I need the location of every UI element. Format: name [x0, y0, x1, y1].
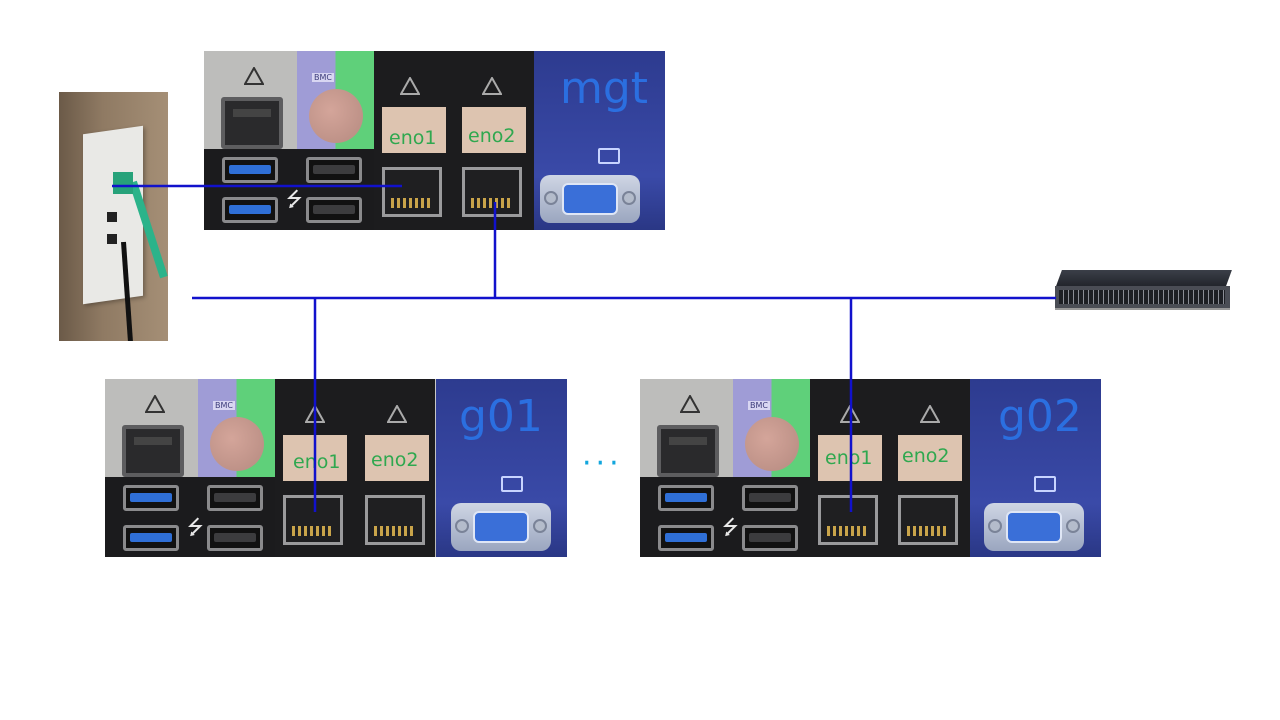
- port-label-eno1: eno1: [389, 127, 437, 149]
- vga-socket: [1006, 511, 1062, 543]
- usb-port: [742, 525, 798, 551]
- port-label-eno2: eno2: [468, 125, 516, 147]
- network-warning-icon: [920, 405, 940, 423]
- usb-port: [222, 157, 278, 183]
- vga-socket: [562, 183, 618, 215]
- port-label-pad: [462, 107, 526, 153]
- network-warning-icon: [145, 395, 165, 413]
- network-warning-icon: [400, 77, 420, 95]
- ethernet-port-eno1: [382, 167, 442, 217]
- usb-port: [222, 197, 278, 223]
- port-label-pad: [365, 435, 429, 481]
- usb-port: [207, 485, 263, 511]
- bmc-tag: BMC: [312, 73, 334, 82]
- management-port: [122, 425, 184, 477]
- socket-hole: [107, 212, 117, 222]
- server-panel-g02: ⭍ BMC eno1 eno2 g02: [640, 379, 1101, 557]
- vga-socket: [473, 511, 529, 543]
- vga-port: [984, 503, 1084, 551]
- management-port: [221, 97, 283, 149]
- usb-port: [658, 485, 714, 511]
- network-warning-icon: [482, 77, 502, 95]
- host-label-g02: g02: [998, 391, 1082, 442]
- host-label-mgt: mgt: [560, 63, 649, 114]
- vga-screw: [533, 519, 547, 533]
- id-button: [745, 417, 799, 471]
- vga-icon: [501, 476, 523, 492]
- wall-socket-photo: [59, 92, 168, 341]
- ethernet-port-eno2: [365, 495, 425, 545]
- usb-port: [306, 197, 362, 223]
- vga-screw: [1066, 519, 1080, 533]
- usb-icon: ⭍: [286, 187, 303, 211]
- usb-icon: ⭍: [722, 515, 739, 539]
- network-warning-icon: [387, 405, 407, 423]
- usb-port: [742, 485, 798, 511]
- port-label-pad: [382, 107, 446, 153]
- vga-screw: [622, 191, 636, 205]
- id-button: [210, 417, 264, 471]
- port-label-pad: [898, 435, 962, 481]
- usb-port: [123, 485, 179, 511]
- vga-screw: [455, 519, 469, 533]
- network-warning-icon: [680, 395, 700, 413]
- usb-port: [123, 525, 179, 551]
- vga-port: [451, 503, 551, 551]
- bmc-tag: BMC: [213, 401, 235, 410]
- ethernet-port-eno2: [898, 495, 958, 545]
- vga-icon: [1034, 476, 1056, 492]
- server-panel-mgt: ⭍ BMC eno1 eno2 mgt: [204, 51, 665, 230]
- ethernet-port-eno2: [462, 167, 522, 217]
- usb-port: [658, 525, 714, 551]
- usb-port: [207, 525, 263, 551]
- port-label-eno1: eno1: [825, 447, 873, 469]
- host-label-g01: g01: [459, 391, 543, 442]
- management-port: [657, 425, 719, 477]
- port-label-eno2: eno2: [371, 449, 419, 471]
- vga-port: [540, 175, 640, 223]
- id-button: [309, 89, 363, 143]
- port-label-eno1: eno1: [293, 451, 341, 473]
- vga-icon: [598, 148, 620, 164]
- port-label-eno2: eno2: [902, 445, 950, 467]
- network-plug: [113, 172, 133, 194]
- socket-hole: [107, 234, 117, 244]
- ethernet-port-eno1: [283, 495, 343, 545]
- ethernet-port-eno1: [818, 495, 878, 545]
- usb-icon: ⭍: [187, 515, 204, 539]
- network-switch-icon: [1055, 270, 1232, 310]
- more-servers-ellipsis: ···: [582, 446, 623, 481]
- bmc-tag: BMC: [748, 401, 770, 410]
- network-warning-icon: [244, 67, 264, 85]
- vga-screw: [544, 191, 558, 205]
- server-panel-g01: ⭍ BMC eno1 eno2 g01: [105, 379, 567, 557]
- switch-ports: [1059, 290, 1225, 304]
- vga-screw: [988, 519, 1002, 533]
- usb-port: [306, 157, 362, 183]
